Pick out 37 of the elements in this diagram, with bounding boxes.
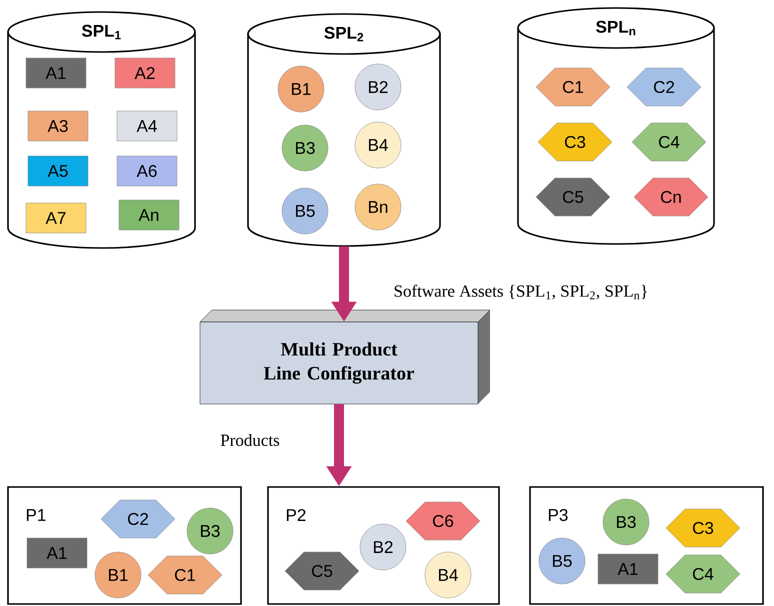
edge-label: Software Assets {SPL$_{1}$, SPL$_{2}$, SPL$_{n}$}	[394, 284, 647, 300]
circle-item: B5	[538, 538, 586, 584]
rectangle-item: An	[118, 200, 180, 230]
circle-item: B3	[602, 498, 650, 546]
hexagon-item: C2	[626, 68, 702, 106]
circle-item: B3	[282, 124, 328, 172]
circle-item: B1	[278, 66, 324, 112]
hexagon-item: C4	[666, 554, 740, 594]
hexagon-item: C3	[666, 508, 740, 548]
hexagon-item: C1	[148, 556, 222, 594]
circle-item: B1	[94, 552, 142, 598]
circle-item: B4	[424, 552, 472, 598]
rectangle-item: A2	[114, 58, 176, 88]
hexagon-item: Cn	[634, 178, 708, 216]
circle-item: B3	[186, 508, 234, 554]
hexagon-item: C4	[632, 122, 706, 162]
rectangle-item: A7	[26, 202, 86, 234]
rectangle-item: A4	[116, 110, 178, 142]
hexagon-item: C5	[284, 552, 360, 590]
edge-label: Products	[220, 434, 280, 446]
rectangle-item: A3	[28, 110, 88, 142]
configurator-block: Multi Product Line Configurator	[200, 310, 490, 404]
rectangle-item: A6	[116, 156, 178, 186]
hexagon-item: C2	[100, 500, 176, 538]
circle-item: B2	[360, 524, 406, 570]
rectangle-item: A5	[28, 156, 88, 186]
hexagon-item: C5	[536, 178, 610, 216]
hexagon-item: C1	[536, 68, 610, 106]
rectangle-item: A1	[26, 538, 88, 568]
rectangle-item: A1	[26, 58, 86, 88]
circle-item: B5	[282, 188, 328, 234]
circle-item: Bn	[354, 184, 402, 230]
rectangle-item: A1	[598, 554, 658, 584]
hexagon-item: C3	[538, 122, 612, 162]
circle-item: B4	[354, 122, 402, 168]
hexagon-item: C6	[406, 502, 480, 540]
circle-item: B2	[354, 64, 402, 110]
